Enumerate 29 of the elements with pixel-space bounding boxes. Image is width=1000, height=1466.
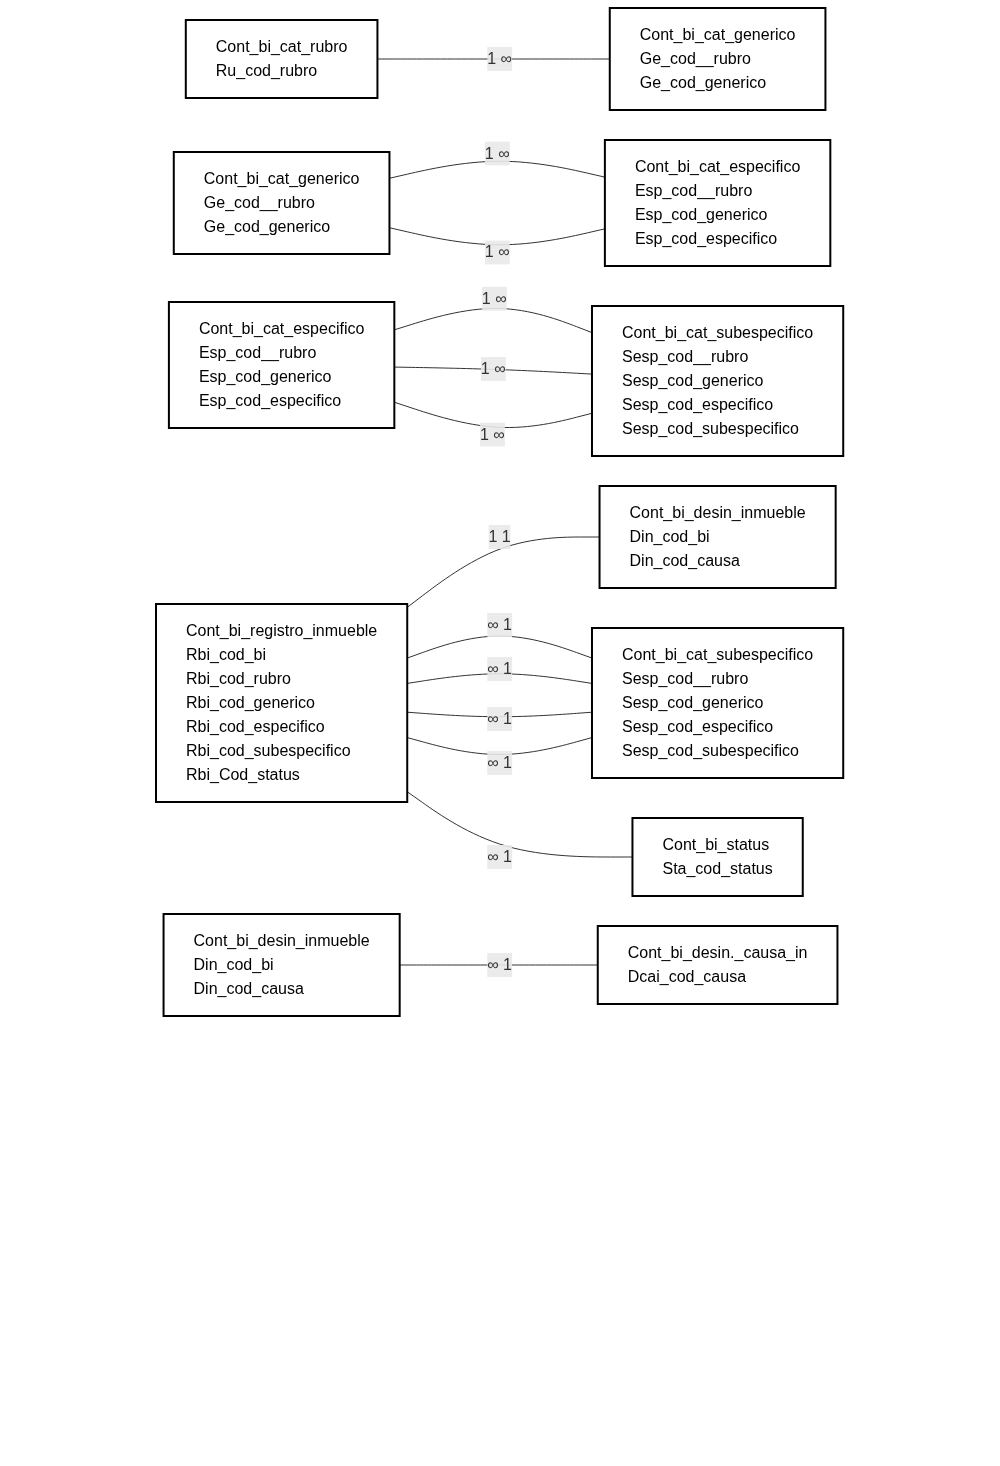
edge-label: 1 ∞: [485, 243, 510, 261]
connector: [394, 307, 593, 334]
node-box: Cont_bi_cat_generico Ge_cod__rubro Ge_cod_generico: [173, 151, 391, 255]
edge-label: ∞ 1: [487, 754, 513, 771]
node-box: Cont_bi_desin_inmueble Din_cod_bi Din_cod_causa: [598, 485, 838, 589]
node-box: Cont_bi_status Sta_cod_status: [631, 817, 805, 897]
node-box: Cont_bi_cat_generico Ge_cod__rubro Ge_cod_generico: [609, 7, 827, 111]
connector: [394, 366, 593, 375]
node-box: Cont_bi_cat_especifico Esp_cod__rubro Esp_cod_generico Esp_cod_especifico: [604, 139, 832, 267]
node-box: Cont_bi_cat_subespecifico Sesp_cod__rubro Sesp_cod_generico Sesp_cod_especifico Sesp_cod_subespecifico: [591, 627, 845, 779]
edge-label: 1 ∞: [482, 289, 507, 307]
edge-label: 1 1: [488, 528, 512, 545]
edge-label: ∞ 1: [487, 616, 513, 633]
node-box: Cont_bi_desin_inmueble Din_cod_bi Din_cod_causa: [162, 913, 402, 1017]
edge-label: ∞ 1: [487, 848, 513, 865]
edge-label: ∞ 1: [487, 956, 513, 973]
connector: [394, 401, 593, 428]
node-box: Cont_bi_cat_subespecifico Sesp_cod__rubro Sesp_cod_generico Sesp_cod_especifico Sesp_cod_subespecifico: [591, 305, 845, 457]
edge-label: ∞ 1: [487, 710, 513, 727]
edge-label: 1 ∞: [480, 425, 506, 443]
node-box: Cont_bi_cat_especifico Esp_cod__rubro Esp_cod_generico Esp_cod_especifico: [168, 301, 396, 429]
node-box: Cont_bi_registro_inmueble Rbi_cod_bi Rbi_cod_rubro Rbi_cod_generico Rbi_cod_especifico Rbi_cod_subespecifico Rbi_Cod_status: [155, 603, 409, 803]
edge-label: 1 ∞: [485, 144, 510, 162]
node-box: Cont_bi_desin._causa_in Dcai_cod_causa: [597, 925, 839, 1005]
edge-label: 1 ∞: [481, 359, 506, 377]
edge-label: 1 ∞: [487, 50, 513, 67]
node-box: Cont_bi_cat_rubro Ru_cod_rubro: [185, 19, 379, 99]
edge-label: ∞ 1: [487, 660, 513, 677]
connector: [377, 58, 611, 60]
